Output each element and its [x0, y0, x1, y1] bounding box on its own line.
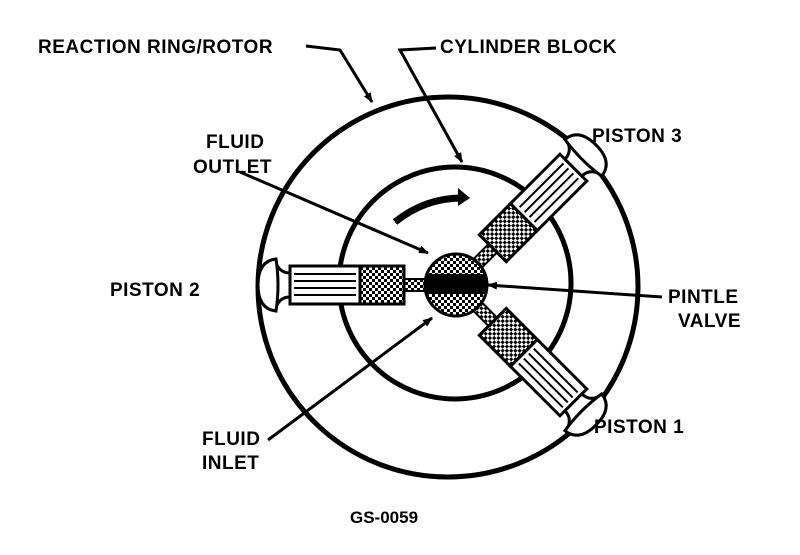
figure-code: GS-0059	[350, 508, 419, 527]
label-piston-1: PISTON 1	[594, 417, 685, 438]
leader-pintle-valve	[487, 281, 663, 299]
rotation-arrow	[392, 194, 463, 225]
piston-3	[455, 125, 616, 286]
label-fluid-outlet-line1: FLUID	[206, 132, 265, 153]
label-fluid-outlet-line2: OUTLET	[193, 157, 272, 178]
piston-2	[256, 257, 430, 313]
label-pintle-valve-line2: VALVE	[678, 311, 742, 332]
leader-reaction-ring	[305, 44, 374, 103]
label-pintle-valve-line1: PINTLE	[668, 287, 739, 308]
label-fluid-inlet-line1: FLUID	[202, 429, 261, 450]
leader-fluid-inlet	[267, 316, 433, 442]
leader-fluid-outlet	[239, 170, 429, 255]
label-piston-2: PISTON 2	[110, 280, 201, 301]
label-cylinder-block: CYLINDER BLOCK	[440, 37, 617, 58]
label-reaction-ring-rotor: REACTION RING/ROTOR	[38, 37, 274, 58]
label-fluid-inlet-line2: INLET	[202, 453, 260, 474]
label-piston-3: PISTON 3	[592, 126, 683, 147]
piston-1	[455, 284, 616, 445]
rotation-arrowhead	[458, 188, 470, 206]
pintle-valve	[426, 274, 486, 294]
leader-cylinder-block	[397, 46, 464, 163]
